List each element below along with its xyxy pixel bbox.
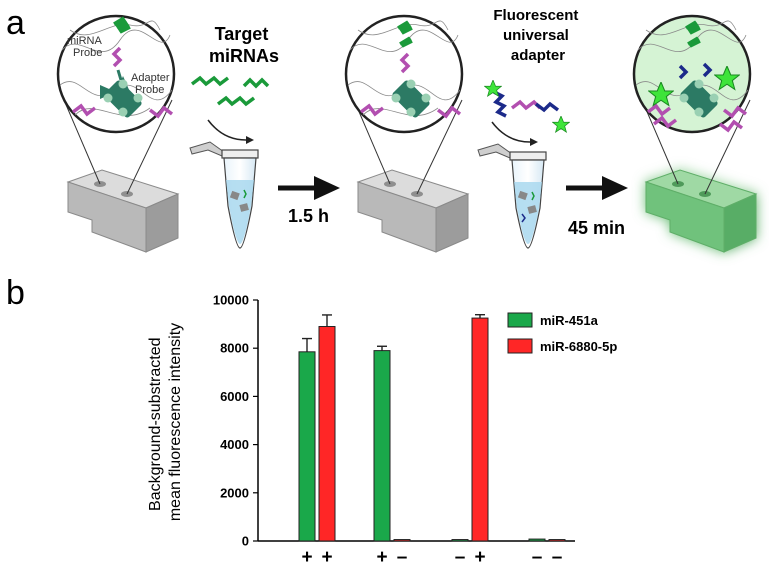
sign-label: + bbox=[301, 547, 312, 568]
y-tick-label: 0 bbox=[242, 534, 249, 549]
adapter-probe-label: Adapter Probe bbox=[131, 72, 173, 96]
bar-miR-6880-5p bbox=[393, 539, 411, 542]
pipette-1-icon bbox=[189, 141, 225, 157]
step2-title: Fluorescent universal adapter bbox=[493, 7, 582, 64]
target-mirnas-icon bbox=[190, 75, 270, 107]
tube-1-icon bbox=[221, 149, 259, 249]
sign-label: – bbox=[552, 547, 563, 568]
panel-a: a bbox=[6, 4, 758, 253]
bar-miR-451a bbox=[451, 539, 469, 542]
panel-a-label: a bbox=[6, 4, 25, 42]
mirna-probe-label: miRNA Probe bbox=[67, 35, 104, 59]
bar-miR-451a bbox=[528, 538, 546, 542]
mirna-probe-icon bbox=[113, 16, 131, 34]
sign-label: – bbox=[397, 547, 408, 568]
sign-label: + bbox=[474, 547, 485, 568]
bar-miR-451a bbox=[298, 351, 316, 542]
y-tick-label: 6000 bbox=[220, 389, 249, 404]
probe-core-1 bbox=[100, 76, 143, 118]
y-tick-label: 4000 bbox=[220, 437, 249, 452]
magnified-well-3 bbox=[632, 14, 752, 134]
curved-arrow-2 bbox=[491, 121, 531, 143]
legend-swatch bbox=[507, 312, 533, 328]
y-axis-label: Background-substracted mean fluorescence… bbox=[147, 323, 184, 521]
pipette-2-icon bbox=[477, 143, 513, 159]
arrow-step-1 bbox=[278, 176, 340, 200]
curved-arrow-1 bbox=[207, 119, 247, 141]
fluorescent-adapter-icon bbox=[484, 80, 570, 133]
y-tick-label: 2000 bbox=[220, 485, 249, 500]
step1-time: 1.5 h bbox=[288, 206, 329, 226]
step1-title: Target miRNAs bbox=[209, 24, 279, 66]
arrow-step-2 bbox=[566, 176, 628, 200]
step2-time: 45 min bbox=[568, 218, 625, 238]
tube-2-icon bbox=[509, 151, 547, 249]
sign-label: – bbox=[532, 547, 543, 568]
bar-miR-6880-5p bbox=[548, 539, 566, 542]
legend-label: miR-451a bbox=[540, 313, 599, 328]
y-tick-label: 8000 bbox=[220, 341, 249, 356]
legend-label: miR-6880-5p bbox=[540, 339, 617, 354]
panel-b: b Background-substracted mean fluorescen… bbox=[6, 274, 617, 568]
sign-label: + bbox=[321, 547, 332, 568]
bar-chart: 0200040006000800010000+++––+––miR-451ami… bbox=[213, 293, 618, 569]
sign-label: – bbox=[455, 547, 466, 568]
magnified-well-1: miRNA Probe Adapter Probe bbox=[56, 14, 176, 134]
bar-miR-6880-5p bbox=[318, 326, 336, 542]
panel-b-label: b bbox=[6, 274, 25, 312]
chip-block-3-glowing bbox=[644, 169, 758, 253]
sign-label: + bbox=[376, 547, 387, 568]
legend-swatch bbox=[507, 338, 533, 354]
y-tick-label: 10000 bbox=[213, 293, 249, 308]
bar-miR-451a bbox=[373, 350, 391, 542]
chip-block-1 bbox=[66, 169, 180, 253]
magnified-well-2 bbox=[344, 14, 464, 134]
chip-block-2 bbox=[356, 169, 470, 253]
bar-miR-6880-5p bbox=[471, 317, 489, 542]
